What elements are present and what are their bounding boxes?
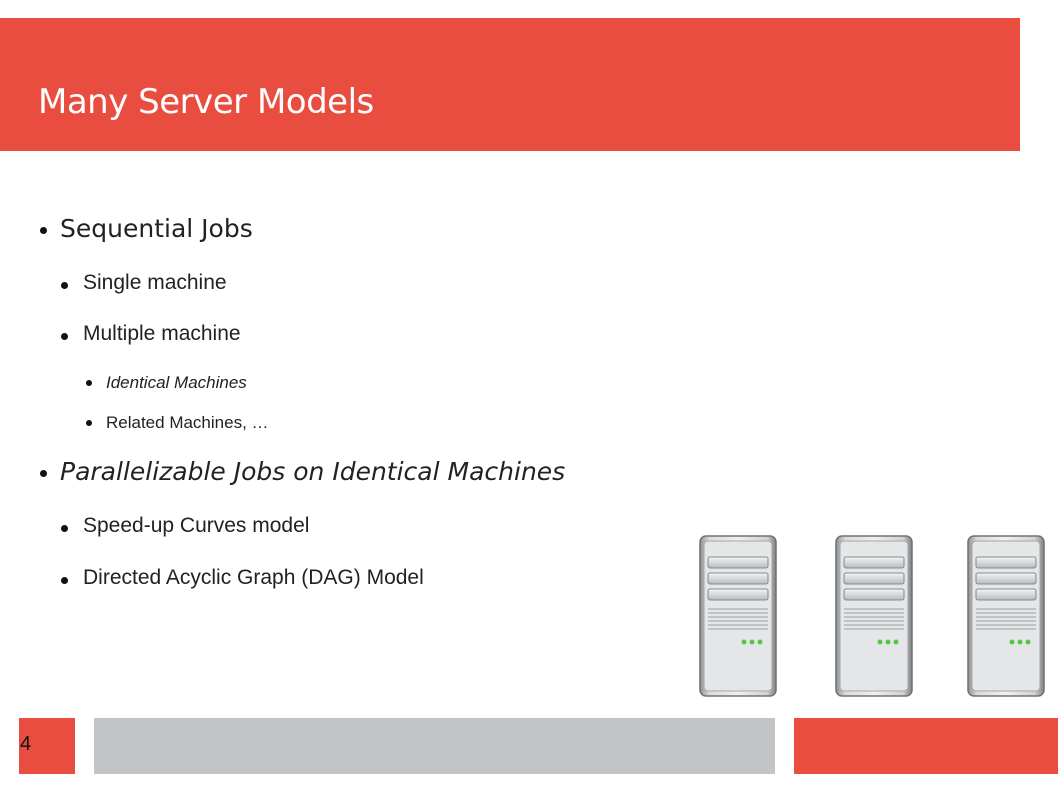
footer-accent-right <box>794 718 1058 774</box>
bullet-text: Multiple machine <box>83 322 241 345</box>
bullet-text: Sequential Jobs <box>60 214 253 243</box>
slide-title: Many Server Models <box>38 82 374 122</box>
server-tower-icon <box>699 535 777 697</box>
bullet-text: Single machine <box>83 271 227 294</box>
server-tower-icon <box>835 535 913 697</box>
bullet-dot <box>40 470 47 477</box>
bullet-dot <box>40 227 47 234</box>
bullet-text: Speed-up Curves model <box>83 514 310 537</box>
bullet-dot <box>61 525 68 532</box>
footer-bar <box>94 718 775 774</box>
bullet-text: Identical Machines <box>106 373 247 392</box>
page-number: 4 <box>20 733 32 755</box>
bullet-dot <box>61 577 68 584</box>
bullet-dot <box>61 282 68 289</box>
bullet-text: Parallelizable Jobs on Identical Machine… <box>60 457 566 486</box>
bullet-dot <box>61 333 68 340</box>
footer-accent-left <box>19 718 75 774</box>
bullet-dot <box>86 420 92 426</box>
bullet-text: Directed Acyclic Graph (DAG) Model <box>83 566 424 589</box>
bullet-text: Related Machines, … <box>106 413 269 432</box>
server-tower-icon <box>967 535 1045 697</box>
bullet-dot <box>86 380 92 386</box>
bullet-list: Sequential Jobs Single machine Multiple … <box>40 214 566 589</box>
title-bar <box>0 18 1020 151</box>
